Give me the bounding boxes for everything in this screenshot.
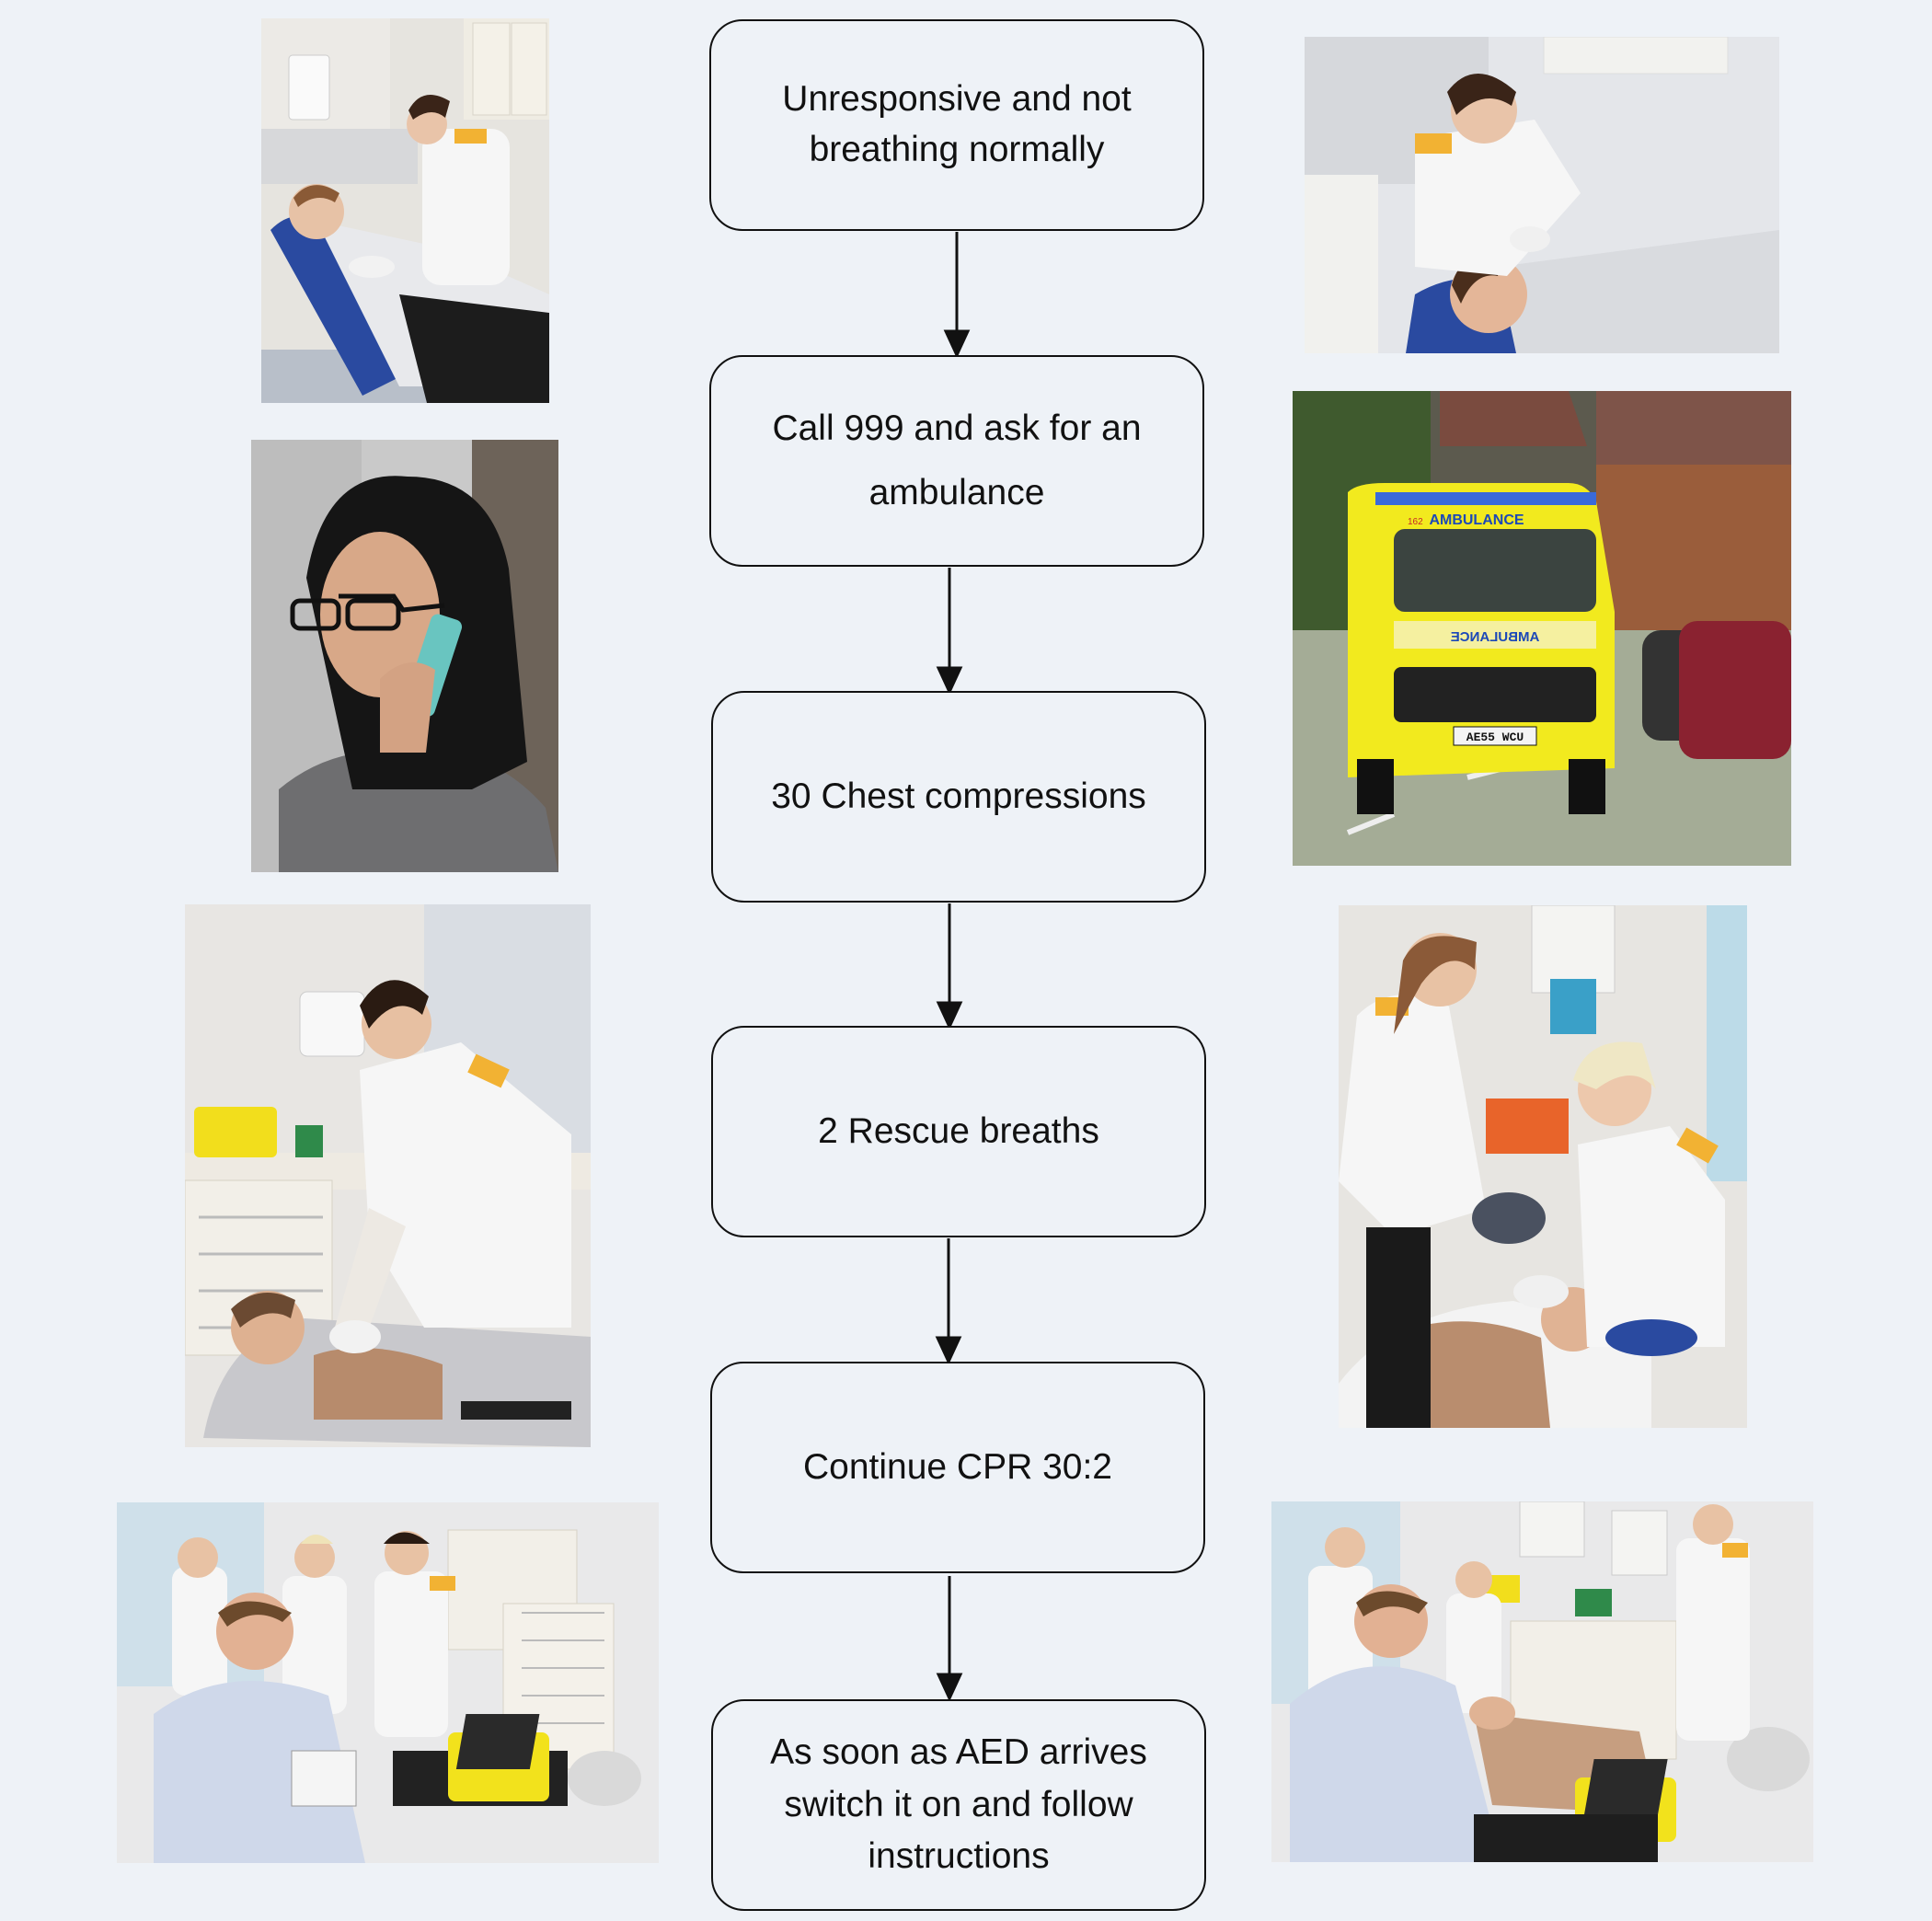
photo-nurse-checking-patient-response xyxy=(261,18,549,403)
arrowhead-1 xyxy=(943,329,971,359)
step-continue-cpr-box: Continue CPR 30:2 xyxy=(710,1362,1205,1573)
ambulance-roof-label: AMBULANCE xyxy=(1429,512,1524,528)
arrowhead-5 xyxy=(936,1673,963,1702)
photo-team-following-aed-instructions xyxy=(1271,1501,1813,1862)
photo-woman-calling-on-phone xyxy=(251,440,558,872)
ambulance-unit-number: 162 xyxy=(1408,517,1423,527)
ambulance-front-label: AMBULANCE xyxy=(1451,629,1540,645)
step-aed-box: As soon as AED arrives switch it on and … xyxy=(711,1699,1206,1911)
photo-ambulance-on-road: AMBULANCE 162 AMBULANCE AE55 WCU xyxy=(1293,391,1791,866)
ambulance-plate: AE55 WCU xyxy=(1466,730,1524,744)
arrowhead-2 xyxy=(936,666,963,696)
step-unresponsive-box: Unresponsive and not breathing normally xyxy=(709,19,1204,231)
photo-nurse-chest-compressions xyxy=(185,904,591,1447)
step-rescue-breaths-box: 2 Rescue breaths xyxy=(711,1026,1206,1237)
arrowhead-4 xyxy=(935,1336,962,1365)
photo-team-applying-aed-pads xyxy=(117,1502,659,1863)
photo-nurses-rescue-breaths-bag-valve xyxy=(1339,905,1747,1428)
step-call-999-box: Call 999 and ask for an ambulance xyxy=(709,355,1204,567)
step-chest-compressions-box: 30 Chest compressions xyxy=(711,691,1206,903)
photo-nurse-opening-airway xyxy=(1305,37,1779,353)
arrowhead-3 xyxy=(936,1001,963,1030)
